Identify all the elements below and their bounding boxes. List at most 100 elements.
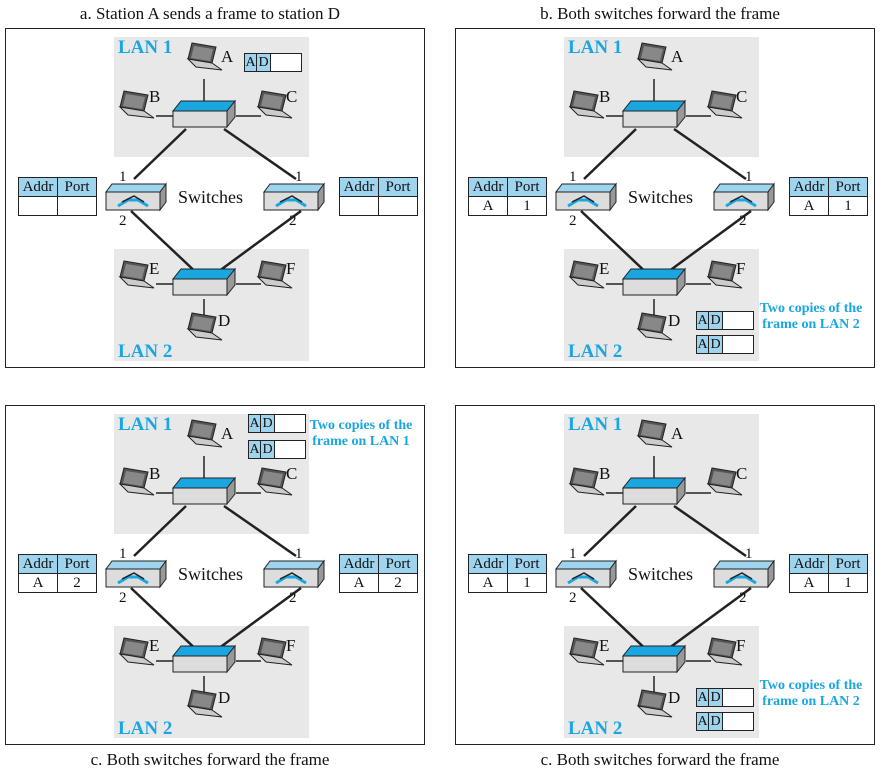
laptop-icon <box>568 637 605 666</box>
right-port-2: 2 <box>289 590 297 606</box>
left-port-1: 1 <box>119 169 127 185</box>
laptop-icon <box>568 90 605 119</box>
frame-payload <box>723 336 753 353</box>
frame-block: A D <box>696 712 754 731</box>
right-table: Addr Port <box>339 177 418 216</box>
laptop-icon <box>256 467 293 496</box>
switch-icon <box>621 644 687 674</box>
frame-block: A D <box>248 414 306 433</box>
port-cell <box>378 196 418 216</box>
caption-d: c. Both switches forward the frame <box>540 750 780 769</box>
addr-header: Addr <box>468 554 508 574</box>
addr-header: Addr <box>339 177 379 197</box>
switches-label: Switches <box>178 187 243 207</box>
port-header: Port <box>828 554 868 574</box>
station-c-label: C <box>286 464 298 483</box>
station-b-label: B <box>149 464 161 483</box>
port-header: Port <box>57 554 97 574</box>
laptop-icon <box>256 260 293 289</box>
switch-icon <box>621 99 687 129</box>
lan2-label: LAN 2 <box>568 341 623 362</box>
frame-src: A <box>249 441 261 458</box>
lan1-label: LAN 1 <box>118 414 173 435</box>
switch-icon <box>171 99 237 129</box>
port-cell: 1 <box>507 196 547 216</box>
left-table: Addr Port A 1 <box>468 177 547 216</box>
port-header: Port <box>507 177 547 197</box>
frame-dst: D <box>261 415 275 432</box>
left-port-2: 2 <box>569 590 577 606</box>
frame-src: A <box>697 689 709 706</box>
addr-cell: A <box>789 573 829 593</box>
frame-block: A D <box>696 335 754 354</box>
station-b-label: B <box>149 87 161 106</box>
addr-header: Addr <box>468 177 508 197</box>
frame-block: A D <box>696 311 754 330</box>
right-port-2: 2 <box>739 590 747 606</box>
frame-dst: D <box>709 312 723 329</box>
addr-header: Addr <box>789 177 829 197</box>
bridge-icon <box>105 559 167 589</box>
lan2-label: LAN 2 <box>118 341 173 362</box>
note: Two copies of the frame on LAN 2 <box>759 678 863 709</box>
port-header: Port <box>378 554 418 574</box>
station-d-label: D <box>218 311 231 330</box>
addr-cell: A <box>789 196 829 216</box>
switches-label: Switches <box>178 564 243 584</box>
lan1-label: LAN 1 <box>568 414 623 435</box>
station-f-label: F <box>736 259 746 278</box>
station-f-label: F <box>286 259 296 278</box>
station-c-label: C <box>736 87 748 106</box>
laptop-icon <box>636 419 673 448</box>
laptop-icon <box>118 467 155 496</box>
bridge-icon <box>713 559 775 589</box>
addr-header: Addr <box>18 554 58 574</box>
station-c-label: C <box>736 464 748 483</box>
left-port-1: 1 <box>569 169 577 185</box>
station-d-label: D <box>668 688 681 707</box>
lan1-label: LAN 1 <box>568 37 623 58</box>
station-a-label: A <box>671 424 684 443</box>
caption-a: a. Station A sends a frame to station D <box>79 4 341 23</box>
switches-label: Switches <box>628 564 693 584</box>
frame-src: A <box>249 415 261 432</box>
switch-icon <box>171 476 237 506</box>
laptop-icon <box>636 689 673 718</box>
topology-diagram <box>105 419 325 718</box>
lan2-label: LAN 2 <box>568 718 623 739</box>
caption-b: b. Both switches forward the frame <box>540 4 780 23</box>
left-table: Addr Port A 1 <box>468 554 547 593</box>
frame-block: A D <box>696 688 754 707</box>
left-port-1: 1 <box>569 546 577 562</box>
addr-cell: A <box>339 573 379 593</box>
station-f-label: F <box>286 636 296 655</box>
right-table: Addr Port A 2 <box>339 554 418 593</box>
bridge-icon <box>555 559 617 589</box>
port-header: Port <box>57 177 97 197</box>
station-a-label: A <box>221 424 234 443</box>
laptop-icon <box>186 312 223 341</box>
port-header: Port <box>828 177 868 197</box>
left-port-2: 2 <box>569 213 577 229</box>
station-e-label: E <box>599 259 610 278</box>
frame-src: A <box>697 713 709 730</box>
frame-payload <box>723 713 753 730</box>
bridge-icon <box>105 182 167 212</box>
left-port-2: 2 <box>119 213 127 229</box>
laptop-icon <box>118 260 155 289</box>
laptop-icon <box>256 637 293 666</box>
frame-src: A <box>245 54 257 71</box>
addr-cell: A <box>18 573 58 593</box>
frame-dst: D <box>257 54 271 71</box>
frame-src: A <box>697 336 709 353</box>
frame-dst: D <box>709 336 723 353</box>
frame-payload <box>271 54 301 71</box>
station-d-label: D <box>218 688 231 707</box>
station-d-label: D <box>668 311 681 330</box>
port-header: Port <box>378 177 418 197</box>
left-table: Addr Port A 2 <box>18 554 97 593</box>
caption-c: c. Both switches forward the frame <box>90 750 330 769</box>
port-cell: 2 <box>57 573 97 593</box>
